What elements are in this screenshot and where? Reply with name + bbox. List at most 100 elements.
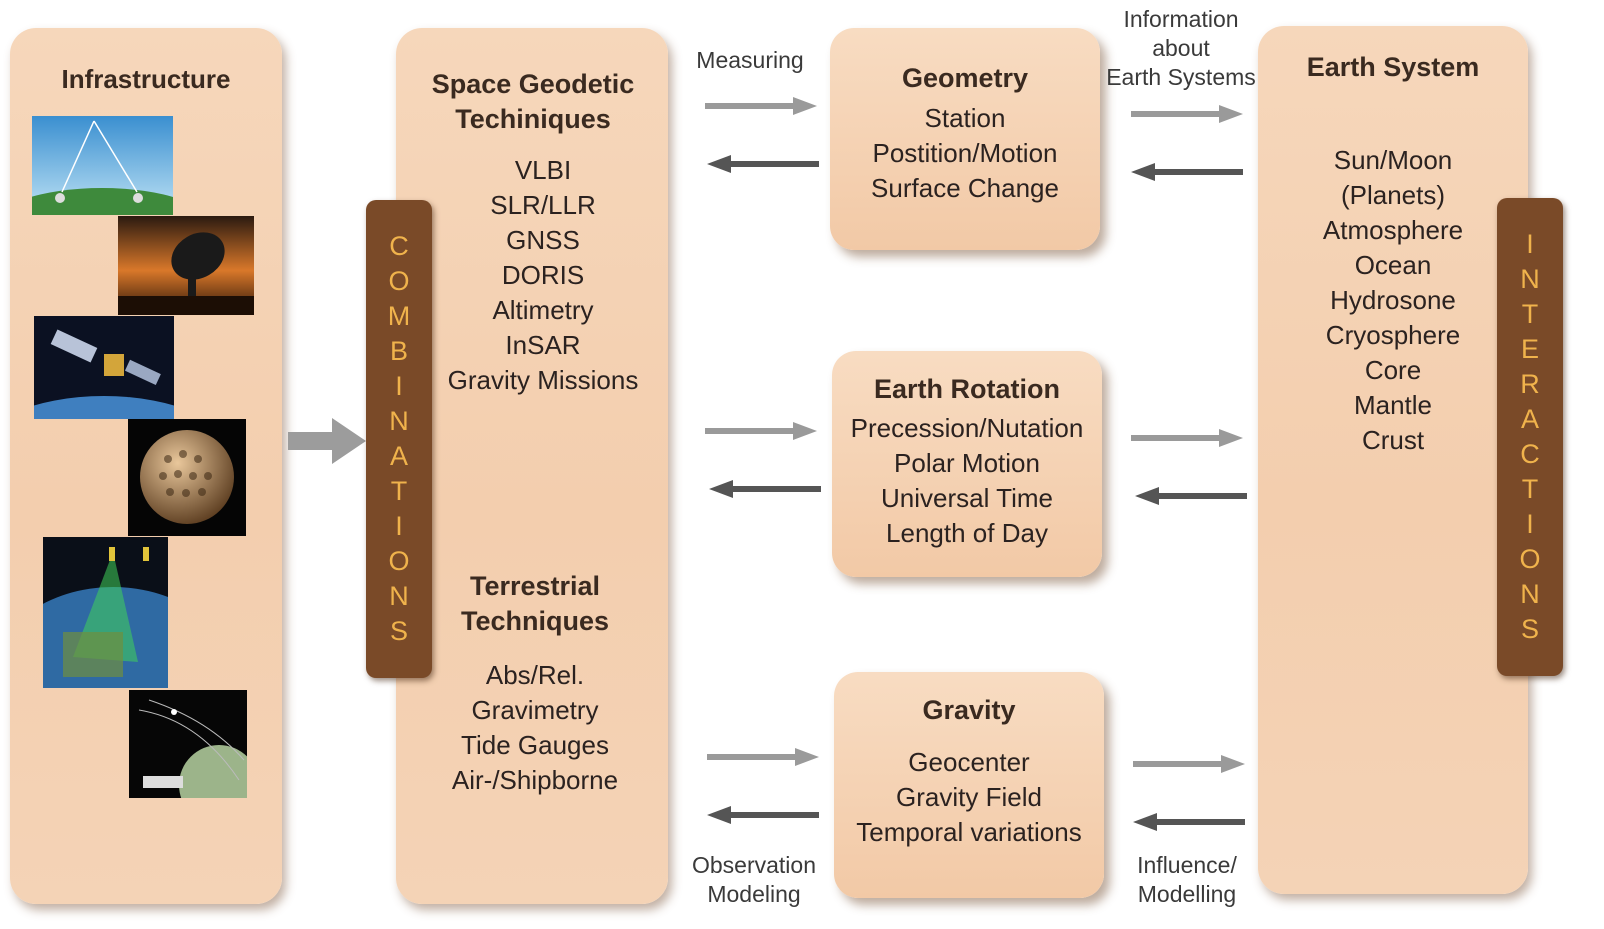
interactions-letter: N — [1520, 262, 1540, 297]
space-technique-item: GNSS — [432, 223, 654, 258]
rotation-item: Precession/Nutation — [832, 411, 1102, 446]
earth-system-item: (Planets) — [1258, 178, 1528, 213]
interactions-bar: I N T E R A C T I O N S — [1497, 198, 1563, 676]
space-techniques-title: Space Geodetic Techiniques — [418, 67, 648, 137]
earth-system-item: Atmosphere — [1258, 213, 1528, 248]
combinations-letter: I — [395, 369, 403, 404]
earth-system-item: Sun/Moon — [1258, 143, 1528, 178]
combinations-letter: S — [390, 614, 408, 649]
rotation-item: Universal Time — [832, 481, 1102, 516]
interactions-letter: T — [1522, 472, 1539, 507]
rotation-item: Length of Day — [832, 516, 1102, 551]
infrastructure-title: Infrastructure — [10, 64, 282, 95]
combinations-letter: N — [389, 579, 409, 614]
interactions-letter: N — [1520, 577, 1540, 612]
earth-system-item: Ocean — [1258, 248, 1528, 283]
influence-arrow-rotation — [1135, 486, 1247, 506]
information-arrow-geometry — [1131, 104, 1243, 124]
interactions-letter: I — [1526, 507, 1534, 542]
geometry-item: Surface Change — [830, 171, 1100, 206]
influence-label: Influence/ Modelling — [1122, 851, 1252, 909]
space-techniques-title-line: Techiniques — [418, 102, 648, 137]
earth-system-item: Crust — [1258, 423, 1528, 458]
geometry-item: Postition/Motion — [830, 136, 1100, 171]
space-techniques-list: VLBI SLR/LLR GNSS DORIS Altimetry InSAR … — [432, 153, 654, 398]
interactions-letter: O — [1519, 542, 1540, 577]
terrestrial-techniques-title: Terrestrial Techniques — [420, 569, 650, 639]
gravity-item: Temporal variations — [834, 815, 1104, 850]
earth-rotation-list: Precession/Nutation Polar Motion Univers… — [832, 411, 1102, 551]
terrestrial-item: Tide Gauges — [420, 728, 650, 763]
observation-label-line: Observation — [684, 851, 824, 880]
earth-system-item: Mantle — [1258, 388, 1528, 423]
space-technique-item: InSAR — [432, 328, 654, 363]
geometry-item: Station — [830, 101, 1100, 136]
information-arrow-gravity — [1133, 754, 1245, 774]
combinations-letter: A — [390, 439, 408, 474]
combinations-letter: N — [389, 404, 409, 439]
earth-system-list: Sun/Moon (Planets) Atmosphere Ocean Hydr… — [1258, 143, 1528, 458]
combinations-letter: I — [395, 509, 403, 544]
interactions-letter: S — [1521, 612, 1539, 647]
return-arrow-rotation — [709, 479, 821, 499]
geometry-box: Geometry Station Postition/Motion Surfac… — [830, 28, 1100, 250]
interactions-letter: E — [1521, 332, 1539, 367]
earth-system-title: Earth System — [1258, 52, 1528, 83]
observation-label-line: Modeling — [684, 880, 824, 909]
gravity-mission-image — [129, 690, 247, 798]
information-label-line: about — [1100, 34, 1262, 63]
combinations-letter: B — [390, 334, 408, 369]
earth-rotation-box: Earth Rotation Precession/Nutation Polar… — [832, 351, 1102, 577]
information-label-line: Earth Systems — [1100, 63, 1262, 92]
interactions-letter: A — [1521, 402, 1539, 437]
observation-label: Observation Modeling — [684, 851, 824, 909]
insar-earth-image — [43, 537, 168, 688]
influence-label-line: Modelling — [1122, 880, 1252, 909]
gravity-title: Gravity — [834, 694, 1104, 727]
return-arrow-geometry — [707, 154, 819, 174]
combinations-letter: C — [389, 229, 409, 264]
lageos-satellite-image — [128, 419, 246, 536]
terrestrial-title-line: Terrestrial — [420, 569, 650, 604]
influence-arrow-geometry — [1131, 162, 1243, 182]
interactions-letter: R — [1520, 367, 1540, 402]
geometry-list: Station Postition/Motion Surface Change — [830, 101, 1100, 206]
vlbi-stations-image — [32, 116, 173, 215]
combinations-letter: O — [388, 264, 409, 299]
infrastructure-to-techniques-arrow — [288, 418, 368, 464]
measuring-arrow-rotation — [705, 421, 817, 441]
information-arrow-rotation — [1131, 428, 1243, 448]
terrestrial-item: Air-/Shipborne — [420, 763, 650, 798]
terrestrial-item: Abs/Rel. — [420, 658, 650, 693]
gravity-list: Geocenter Gravity Field Temporal variati… — [834, 745, 1104, 850]
space-techniques-title-line: Space Geodetic — [418, 67, 648, 102]
interactions-letter: I — [1526, 227, 1534, 262]
space-technique-item: SLR/LLR — [432, 188, 654, 223]
earth-system-item: Core — [1258, 353, 1528, 388]
space-technique-item: DORIS — [432, 258, 654, 293]
combinations-letter: O — [388, 544, 409, 579]
interactions-letter: T — [1522, 297, 1539, 332]
measuring-label: Measuring — [688, 46, 812, 75]
earth-rotation-title: Earth Rotation — [832, 373, 1102, 406]
gps-satellite-image — [34, 316, 174, 419]
radio-telescope-image — [118, 216, 254, 315]
space-technique-item: Gravity Missions — [432, 363, 654, 398]
space-technique-item: VLBI — [432, 153, 654, 188]
information-label-line: Information — [1100, 5, 1262, 34]
terrestrial-techniques-list: Abs/Rel. Gravimetry Tide Gauges Air-/Shi… — [420, 658, 650, 798]
geometry-title: Geometry — [830, 62, 1100, 95]
influence-label-line: Influence/ — [1122, 851, 1252, 880]
terrestrial-item: Gravimetry — [420, 693, 650, 728]
combinations-letter: M — [388, 299, 411, 334]
measuring-arrow-gravity — [707, 747, 819, 767]
interactions-letter: C — [1520, 437, 1540, 472]
gravity-item: Geocenter — [834, 745, 1104, 780]
earth-system-panel: Earth System Sun/Moon (Planets) Atmosphe… — [1258, 26, 1528, 894]
space-technique-item: Altimetry — [432, 293, 654, 328]
earth-system-item: Hydrosone — [1258, 283, 1528, 318]
earth-system-item: Cryosphere — [1258, 318, 1528, 353]
terrestrial-title-line: Techniques — [420, 604, 650, 639]
influence-arrow-gravity — [1133, 812, 1245, 832]
measuring-arrow-geometry — [705, 96, 817, 116]
